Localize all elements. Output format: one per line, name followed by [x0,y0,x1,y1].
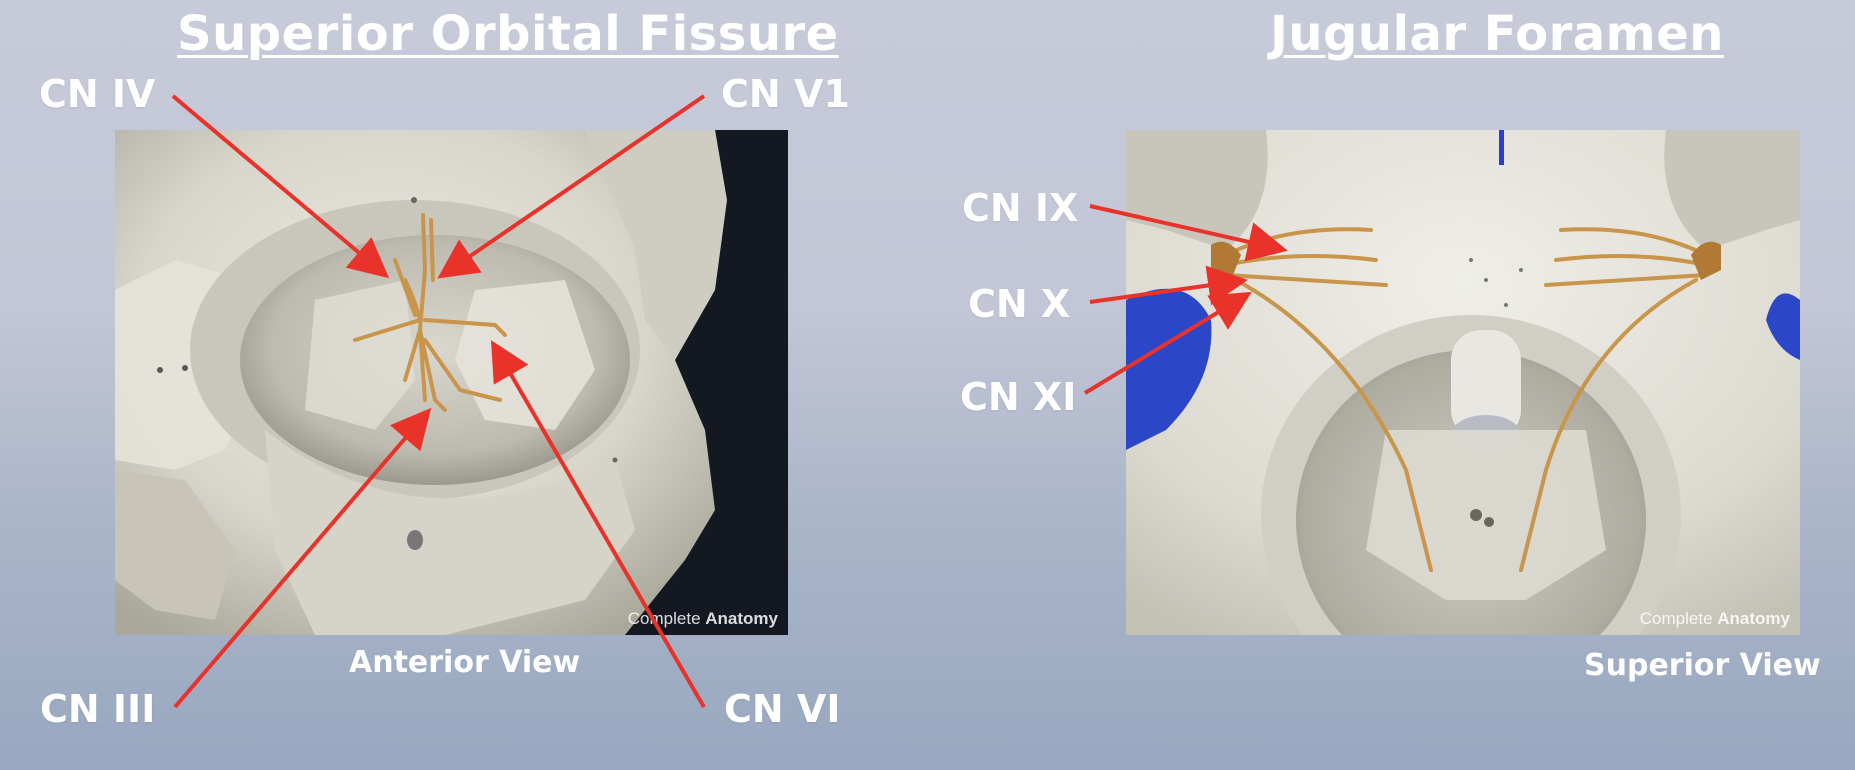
label-cn-v1: CN V1 [721,72,850,116]
skull-anterior-drawing [115,130,727,635]
title-jugular-foramen: Jugular Foramen [1270,6,1724,62]
orbit-anterior-illustration: Complete Anatomy [115,130,788,635]
label-cn-iv: CN IV [39,72,156,116]
jugular-superior-illustration: Complete Anatomy [1126,130,1800,635]
title-superior-orbital-fissure: Superior Orbital Fissure [177,6,839,62]
caption-superior-view: Superior View [1584,648,1821,683]
watermark-left-text: Complete Anatomy [627,609,778,628]
caption-anterior-view: Anterior View [349,645,581,680]
label-cn-iii: CN III [40,687,156,731]
skull-base-drawing [1126,130,1800,635]
label-cn-vi: CN VI [724,687,841,731]
watermark-right-text: Complete Anatomy [1639,609,1790,628]
label-cn-ix: CN IX [962,186,1079,230]
label-cn-x: CN X [968,282,1071,326]
label-cn-xi: CN XI [960,375,1077,419]
